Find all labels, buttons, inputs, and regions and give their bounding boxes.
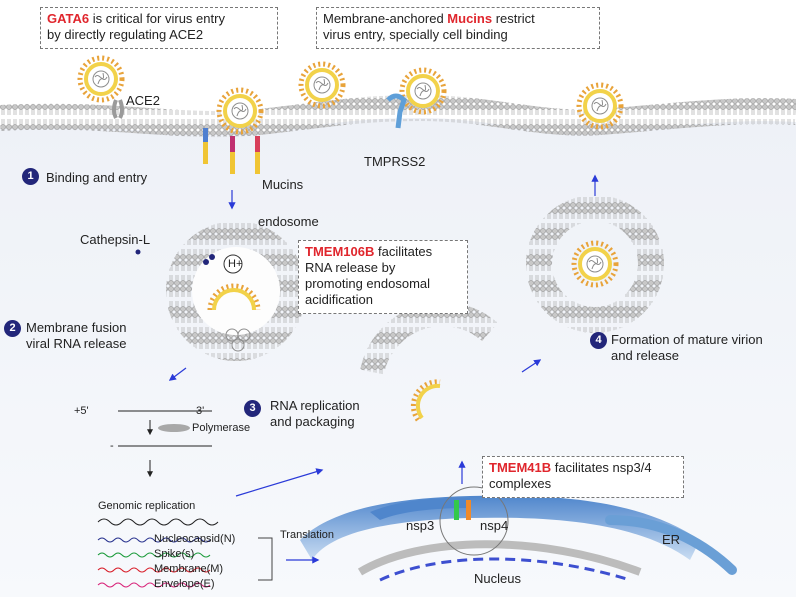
- arrow-to-assembly: [521, 359, 542, 373]
- tmem41b-text-line1: facilitates nsp3/4: [551, 460, 652, 475]
- nsp3-marker: [454, 500, 459, 520]
- nsp4-marker: [466, 500, 471, 520]
- tmem106b-text-line2: RNA release by: [305, 260, 396, 275]
- genomic-replication-label: Genomic replication: [98, 500, 196, 512]
- translation-bracket: [258, 537, 273, 581]
- mucins-text-line1a: Membrane-anchored: [323, 11, 448, 26]
- step-3-label-line2: and packaging: [270, 414, 355, 429]
- ace2-receptor: [112, 99, 124, 119]
- cathepsin-l-label: Cathepsin-L: [80, 232, 151, 247]
- step-1-badge: 1: [22, 168, 39, 185]
- tmem106b-text-line1: facilitates: [374, 244, 433, 259]
- five-prime-label: +5': [74, 405, 89, 417]
- h-plus-ion: [223, 254, 243, 274]
- tmprss2-protein: [386, 93, 407, 129]
- nsp4-label: nsp4: [480, 518, 509, 533]
- tmprss2-label: TMPRSS2: [364, 154, 426, 169]
- protein-label: Spike(s): [154, 548, 195, 560]
- ace2-label: ACE2: [126, 93, 160, 108]
- callout-gata6: GATA6 is critical for virus entry by dir…: [40, 7, 278, 49]
- step-3-label-line1: RNA replication: [270, 398, 360, 413]
- protein-label: Nucleocapsid(N): [154, 533, 236, 545]
- step-4-badge: 4: [590, 332, 607, 349]
- gata6-text-line2: by directly regulating ACE2: [47, 27, 204, 42]
- tmem106b-text-line4: acidification: [305, 292, 373, 307]
- step-3-badge: 3: [244, 400, 261, 417]
- secretory-vesicle: [526, 195, 664, 333]
- cathepsin-l-blob: [135, 249, 215, 265]
- plasma-membrane: [0, 94, 796, 138]
- mucins-text-line1b: restrict: [492, 11, 535, 26]
- released-rna: [225, 328, 251, 352]
- tmem106b-highlight: TMEM106B: [305, 244, 375, 259]
- genomic-rna-wave: [97, 518, 219, 526]
- mucin-sticks: [203, 128, 260, 174]
- nsp3-label: nsp3: [406, 518, 435, 533]
- tmem106b-text-line3: promoting endosomal: [305, 276, 431, 291]
- tmem41b-highlight: TMEM41B: [489, 460, 552, 475]
- protein-wave: [97, 537, 211, 543]
- translation-label: Translation: [280, 529, 335, 541]
- step-2-label-line1: Membrane fusion: [26, 320, 127, 335]
- nucleus-label: Nucleus: [474, 571, 521, 586]
- step-4-label-line2: and release: [611, 348, 679, 363]
- arrow-to-packaging: [235, 468, 324, 497]
- endosome: [166, 221, 306, 361]
- protein-wave: [97, 552, 211, 558]
- gata6-text-line1: is critical for virus entry: [89, 11, 225, 26]
- protein-label: Membrane(M): [154, 563, 224, 575]
- mucins-label: Mucins: [262, 177, 304, 192]
- step-2-label-line2: viral RNA release: [26, 336, 127, 351]
- virus-fusing: [207, 283, 261, 311]
- three-prime-label: 3': [196, 405, 205, 417]
- gata6-highlight: GATA6: [47, 11, 90, 26]
- budding-membrane: [360, 302, 498, 375]
- step-4-label-line1: Formation of mature virion: [611, 332, 763, 347]
- step-2-badge: 2: [4, 320, 21, 337]
- arrow-fusion: [168, 367, 187, 381]
- er-label: ER: [662, 532, 681, 547]
- polymerase-label: Polymerase: [192, 422, 251, 434]
- step-1-label: Binding and entry: [46, 170, 148, 185]
- nascent-virion: [410, 379, 441, 422]
- mucins-text-line2: virus entry, specially cell binding: [323, 27, 508, 42]
- nucleus-envelope: [357, 540, 642, 576]
- callout-tmem41b: TMEM41B facilitates nsp3/4 complexes: [482, 456, 684, 498]
- polymerase-blob: [158, 424, 190, 432]
- virus-particle: [301, 64, 343, 106]
- protein-wave: [97, 567, 211, 573]
- minus-strand-label: -: [110, 440, 114, 452]
- virus-particle: [80, 58, 122, 100]
- h-plus-label: H+: [228, 258, 243, 270]
- callout-mucins: Membrane-anchored Mucins restrict virus …: [316, 7, 600, 49]
- nsp-complex-highlight: [439, 486, 509, 556]
- endosome-label: endosome: [258, 214, 319, 229]
- protein-label: Envelope(E): [154, 578, 215, 590]
- protein-wave: [97, 582, 211, 588]
- tmem41b-text-line2: complexes: [489, 476, 552, 491]
- callout-tmem106b: TMEM106B facilitates RNA release by prom…: [298, 240, 468, 314]
- mucins-highlight: Mucins: [447, 11, 493, 26]
